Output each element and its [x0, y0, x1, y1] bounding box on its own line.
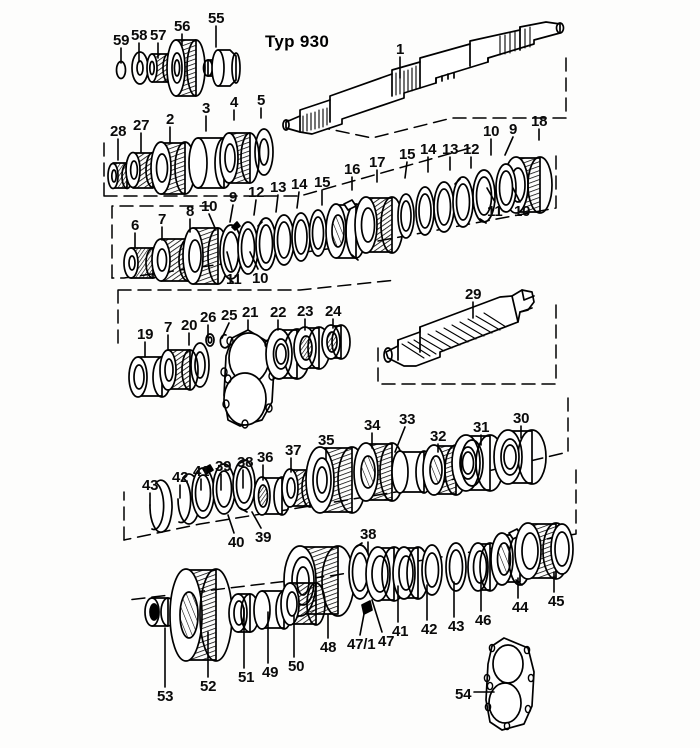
callout-50: 50	[288, 658, 305, 675]
callout-47-1: 47/1	[347, 636, 376, 653]
callout-57: 57	[150, 27, 167, 44]
leader-line-47	[371, 599, 383, 633]
leader-line-25	[221, 322, 230, 339]
callout-4: 4	[230, 94, 239, 111]
callout-10: 10	[514, 203, 531, 220]
leader-line-10	[249, 251, 259, 270]
callout-20: 20	[181, 317, 198, 334]
callout-32: 32	[430, 428, 447, 445]
leader-line-9	[229, 204, 234, 223]
callout-25: 25	[221, 307, 238, 324]
callout-39: 39	[215, 458, 232, 475]
callout-15: 15	[399, 146, 416, 163]
leader-line-33	[394, 426, 406, 453]
callout-13: 13	[270, 179, 287, 196]
callout-47: 47	[378, 633, 395, 650]
callout-39: 39	[255, 529, 272, 546]
callout-53: 53	[157, 688, 174, 705]
callout-11: 11	[226, 271, 242, 288]
leader-line-11	[486, 187, 496, 203]
callout-2: 2	[166, 111, 175, 128]
callout-18: 18	[531, 113, 548, 130]
callout-12: 12	[248, 184, 265, 201]
leader-line-15	[404, 161, 408, 179]
callout-24: 24	[325, 303, 342, 320]
callout-17: 17	[369, 154, 386, 171]
callout-13: 13	[442, 141, 459, 158]
callout-49: 49	[262, 664, 279, 681]
callout-26: 26	[200, 309, 217, 326]
leader-line-10	[512, 187, 521, 203]
leader-line-10	[208, 213, 216, 229]
callout-43: 43	[448, 618, 465, 635]
callout-59: 59	[113, 32, 130, 49]
callout-41: 41	[392, 623, 409, 640]
leader-line-47-1	[359, 613, 365, 636]
callout-7: 7	[164, 319, 173, 336]
callout-41: 41	[193, 463, 210, 480]
callout-40: 40	[228, 534, 245, 551]
leader-line-14	[296, 191, 300, 209]
callout-52: 52	[200, 678, 217, 695]
callout-14: 14	[291, 176, 308, 193]
callout-27: 27	[133, 117, 150, 134]
callout-5: 5	[257, 92, 266, 109]
callout-42: 42	[172, 469, 189, 486]
callout-29: 29	[465, 286, 482, 303]
callout-3: 3	[202, 100, 211, 117]
callout-55: 55	[208, 10, 225, 27]
callout-54: 54	[455, 686, 472, 703]
leader-line-11	[226, 251, 233, 271]
callout-6: 6	[131, 217, 140, 234]
callout-9: 9	[229, 189, 238, 206]
callout-10: 10	[201, 198, 218, 215]
callout-21: 21	[242, 304, 259, 321]
callout-46: 46	[475, 612, 492, 629]
leader-lines	[117, 25, 555, 693]
callout-12: 12	[463, 141, 480, 158]
callout-28: 28	[110, 123, 127, 140]
callout-23: 23	[297, 303, 314, 320]
leader-line-39	[251, 511, 262, 529]
callout-58: 58	[131, 27, 148, 44]
callout-31: 31	[473, 419, 490, 436]
callout-38: 38	[360, 526, 377, 543]
callout-10: 10	[252, 270, 269, 287]
callout-48: 48	[320, 639, 337, 656]
callout-56: 56	[174, 18, 191, 35]
callout-19: 19	[137, 326, 154, 343]
callout-43: 43	[142, 477, 159, 494]
leader-line-12	[253, 199, 257, 216]
callout-42: 42	[421, 621, 438, 638]
callout-15: 15	[314, 174, 331, 191]
callout-14: 14	[420, 141, 437, 158]
callout-30: 30	[513, 410, 530, 427]
callout-8: 8	[186, 203, 195, 220]
callout-9: 9	[509, 121, 518, 138]
callout-22: 22	[270, 304, 287, 321]
callout-34: 34	[364, 417, 381, 434]
callout-7: 7	[158, 211, 167, 228]
diagram-title: Typ 930	[265, 32, 330, 51]
callout-16: 16	[344, 161, 361, 178]
callout-33: 33	[399, 411, 416, 428]
callout-10: 10	[483, 123, 500, 140]
leader-line-9	[504, 136, 514, 156]
callout-11: 11	[487, 203, 503, 220]
callout-45: 45	[548, 593, 565, 610]
callout-35: 35	[318, 432, 335, 449]
callout-36: 36	[257, 449, 274, 466]
callout-37: 37	[285, 442, 302, 459]
leader-line-40	[227, 514, 235, 534]
leader-line-13	[275, 194, 279, 213]
callout-1: 1	[396, 41, 405, 58]
callout-51: 51	[238, 669, 255, 686]
callout-44: 44	[512, 599, 529, 616]
callout-38: 38	[237, 454, 254, 471]
